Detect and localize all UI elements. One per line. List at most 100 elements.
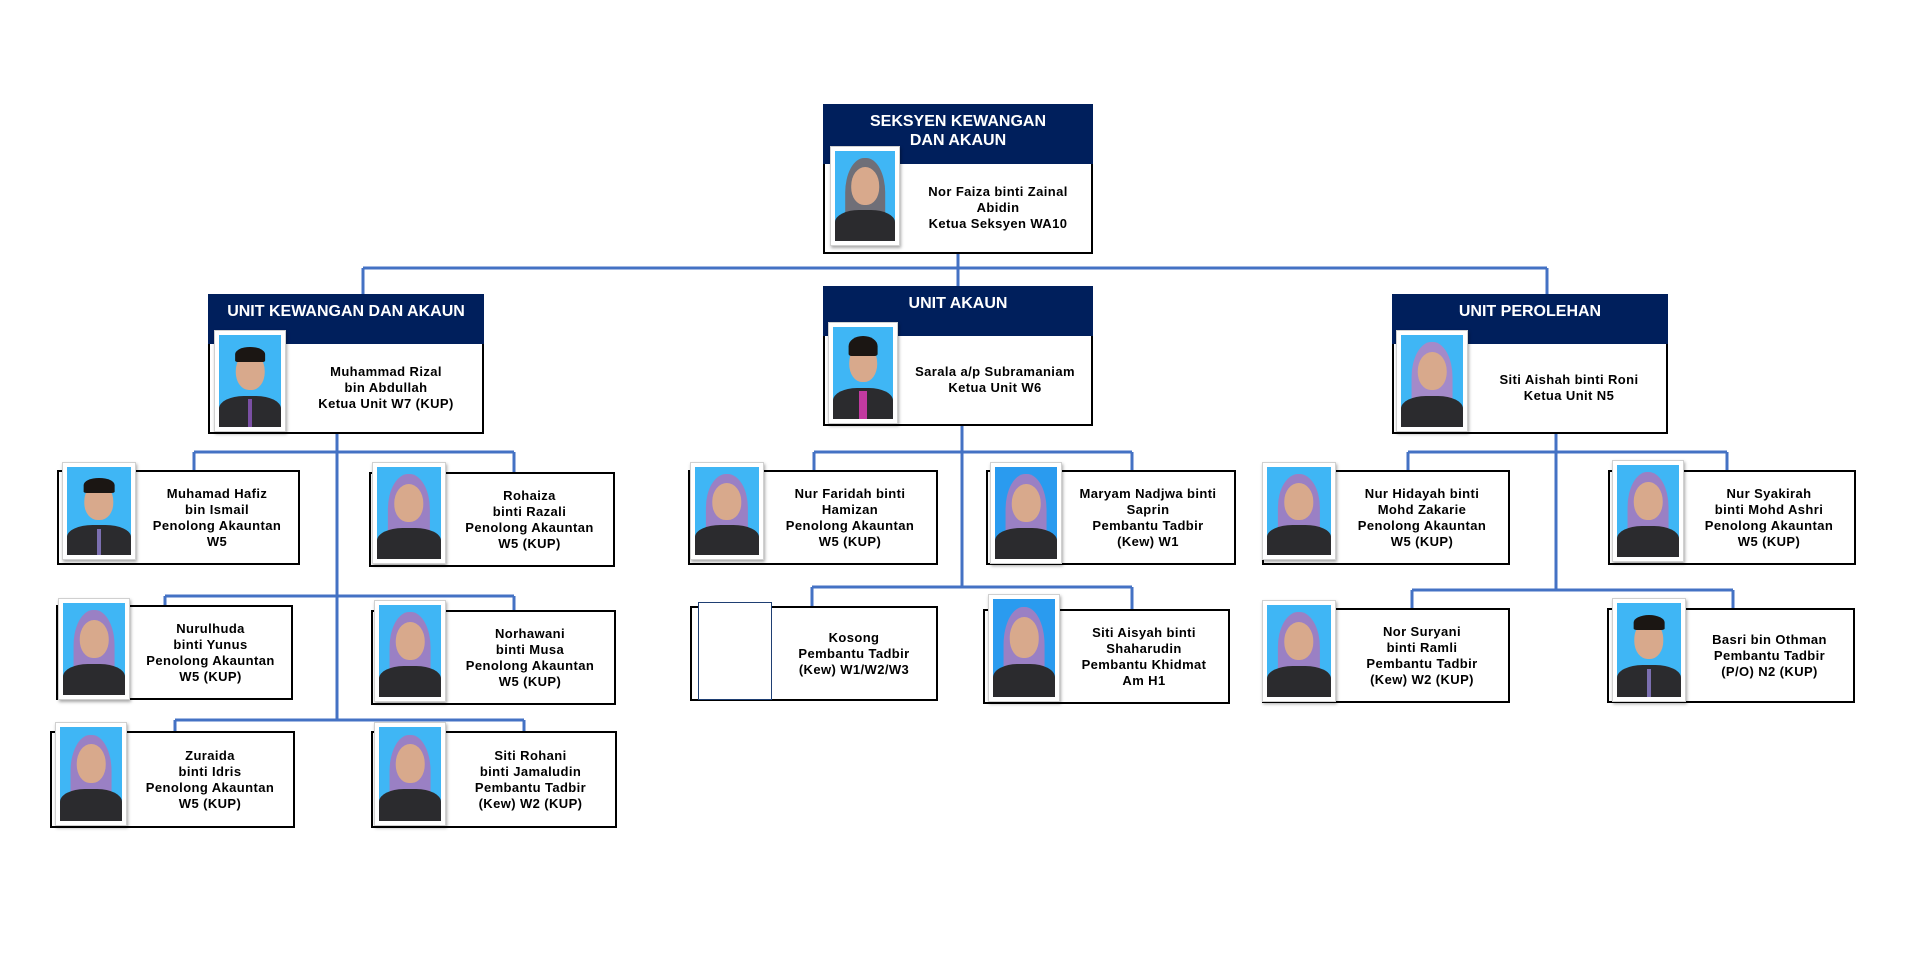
person-position: W5 (KUP) bbox=[178, 795, 242, 811]
person-name: Abidin bbox=[976, 200, 1020, 215]
person-position: (Kew) W1 bbox=[1117, 533, 1179, 549]
person-position: Pembantu Tadbir bbox=[798, 645, 910, 661]
person-name: Siti Aisyah binti bbox=[1092, 624, 1196, 640]
unit-head-text: Siti Aishah binti Roni Ketua Unit N5 bbox=[1476, 346, 1662, 430]
person-name: Norhawani bbox=[494, 625, 566, 641]
person-position: Pembantu Tadbir bbox=[1713, 647, 1826, 663]
person-position: Pembantu Tadbir bbox=[1092, 517, 1204, 533]
person-name: Maryam Nadjwa binti bbox=[1079, 485, 1217, 501]
person-name: binti Mohd Ashri bbox=[1714, 501, 1824, 517]
unit-card-kewangan-dan-akaun: UNIT KEWANGAN DAN AKAUN Muhammad Rizal b… bbox=[208, 294, 484, 434]
person-position: Ketua Unit W6 bbox=[948, 380, 1042, 395]
person-name: Muhamad Hafiz bbox=[166, 485, 268, 501]
person-position: W5 (KUP) bbox=[1737, 533, 1801, 549]
root-card-text: Nor Faiza binti Zainal Abidin Ketua Seks… bbox=[913, 166, 1083, 250]
person-name: Rohaiza bbox=[503, 487, 556, 503]
member-photo bbox=[690, 462, 764, 560]
member-photo bbox=[374, 600, 446, 702]
person-name: Kosong bbox=[828, 629, 880, 645]
person-name: binti Musa bbox=[495, 641, 565, 657]
member-photo bbox=[58, 598, 130, 700]
person-position: Pembantu Khidmat bbox=[1081, 656, 1207, 672]
unit-title: UNIT AKAUN bbox=[823, 286, 1093, 336]
photo-sarala bbox=[828, 322, 898, 424]
member-photo bbox=[1262, 600, 1336, 702]
person-position: (P/O) N2 (KUP) bbox=[1721, 663, 1818, 679]
person-position: W5 (KUP) bbox=[179, 668, 242, 684]
person-name: Siti Aishah binti Roni bbox=[1499, 372, 1639, 387]
person-position: (Kew) W1/W2/W3 bbox=[798, 661, 910, 677]
person-name: Nor Suryani bbox=[1382, 623, 1462, 639]
person-position: W5 (KUP) bbox=[818, 533, 882, 549]
person-position: Penolong Akauntan bbox=[1704, 517, 1834, 533]
person-position: W5 (KUP) bbox=[498, 673, 562, 689]
person-name: Shaharudin bbox=[1106, 640, 1182, 656]
person-name: Sarala a/p Subramaniam bbox=[915, 364, 1075, 379]
unit-card-akaun: UNIT AKAUN Sarala a/p Subramaniam Ketua … bbox=[823, 286, 1093, 426]
person-position: Pembantu Tadbir bbox=[474, 779, 587, 795]
person-position: Am H1 bbox=[1122, 672, 1166, 688]
person-position: (Kew) W2 (KUP) bbox=[1370, 671, 1474, 687]
member-photo bbox=[1612, 598, 1686, 702]
person-position: W5 bbox=[206, 533, 228, 549]
person-name: Nur Syakirah bbox=[1726, 485, 1812, 501]
empty-photo-placeholder bbox=[698, 602, 772, 700]
person-position: W5 (KUP) bbox=[1390, 533, 1454, 549]
person-name: Siti Rohani bbox=[494, 747, 567, 763]
person-name: Saprin bbox=[1126, 501, 1170, 517]
person-position: Penolong Akauntan bbox=[145, 779, 275, 795]
person-name: Mohd Zakarie bbox=[1377, 501, 1467, 517]
person-name: Basri bin Othman bbox=[1712, 631, 1827, 647]
person-name: Hamizan bbox=[821, 501, 879, 517]
person-position: Ketua Unit N5 bbox=[1523, 388, 1615, 403]
member-photo bbox=[374, 722, 446, 826]
person-position: Ketua Seksyen WA10 bbox=[928, 216, 1068, 231]
connector-unit3 bbox=[1406, 432, 1735, 617]
person-name: binti Idris bbox=[178, 763, 242, 779]
member-photo bbox=[62, 462, 136, 560]
person-position: Ketua Unit W7 (KUP) bbox=[318, 396, 454, 411]
title-line-2: DAN AKAUN bbox=[909, 132, 1007, 149]
person-position: Penolong Akauntan bbox=[465, 519, 594, 535]
person-name: binti Jamaludin bbox=[479, 763, 582, 779]
member-photo bbox=[1612, 460, 1684, 562]
unit-card-perolehan: UNIT PEROLEHAN Siti Aishah binti Roni Ke… bbox=[1392, 294, 1668, 434]
title-line-1: SEKSYEN KEWANGAN bbox=[869, 113, 1047, 130]
person-position: Penolong Akauntan bbox=[785, 517, 915, 533]
person-position: Pembantu Tadbir bbox=[1366, 655, 1478, 671]
connector-unit2 bbox=[810, 425, 1134, 616]
unit-head-text: Muhammad Rizal bin Abdullah Ketua Unit W… bbox=[294, 346, 478, 430]
member-photo bbox=[372, 462, 446, 564]
photo-muhammad-rizal bbox=[214, 330, 286, 432]
person-name: Nor Faiza binti Zainal bbox=[928, 184, 1068, 199]
member-photo bbox=[55, 722, 127, 826]
person-position: Penolong Akauntan bbox=[146, 652, 275, 668]
person-name: bin Ismail bbox=[185, 501, 249, 517]
person-name: Nurulhuda bbox=[176, 620, 245, 636]
person-name: binti Yunus bbox=[173, 636, 248, 652]
photo-siti-aishah bbox=[1396, 330, 1468, 432]
person-name: Zuraida bbox=[185, 747, 235, 763]
person-position: Penolong Akauntan bbox=[465, 657, 595, 673]
person-position: W5 (KUP) bbox=[498, 535, 561, 551]
root-card-seksyen: SEKSYEN KEWANGAN DAN AKAUN Nor Faiza bin… bbox=[823, 104, 1093, 254]
member-photo bbox=[1262, 462, 1336, 560]
person-position: Penolong Akauntan bbox=[152, 517, 282, 533]
person-position: (Kew) W2 (KUP) bbox=[478, 795, 583, 811]
person-name: bin Abdullah bbox=[344, 380, 428, 395]
member-photo bbox=[990, 462, 1062, 564]
member-photo bbox=[988, 594, 1060, 702]
person-name: binti Ramli bbox=[1386, 639, 1458, 655]
person-name: binti Razali bbox=[492, 503, 567, 519]
